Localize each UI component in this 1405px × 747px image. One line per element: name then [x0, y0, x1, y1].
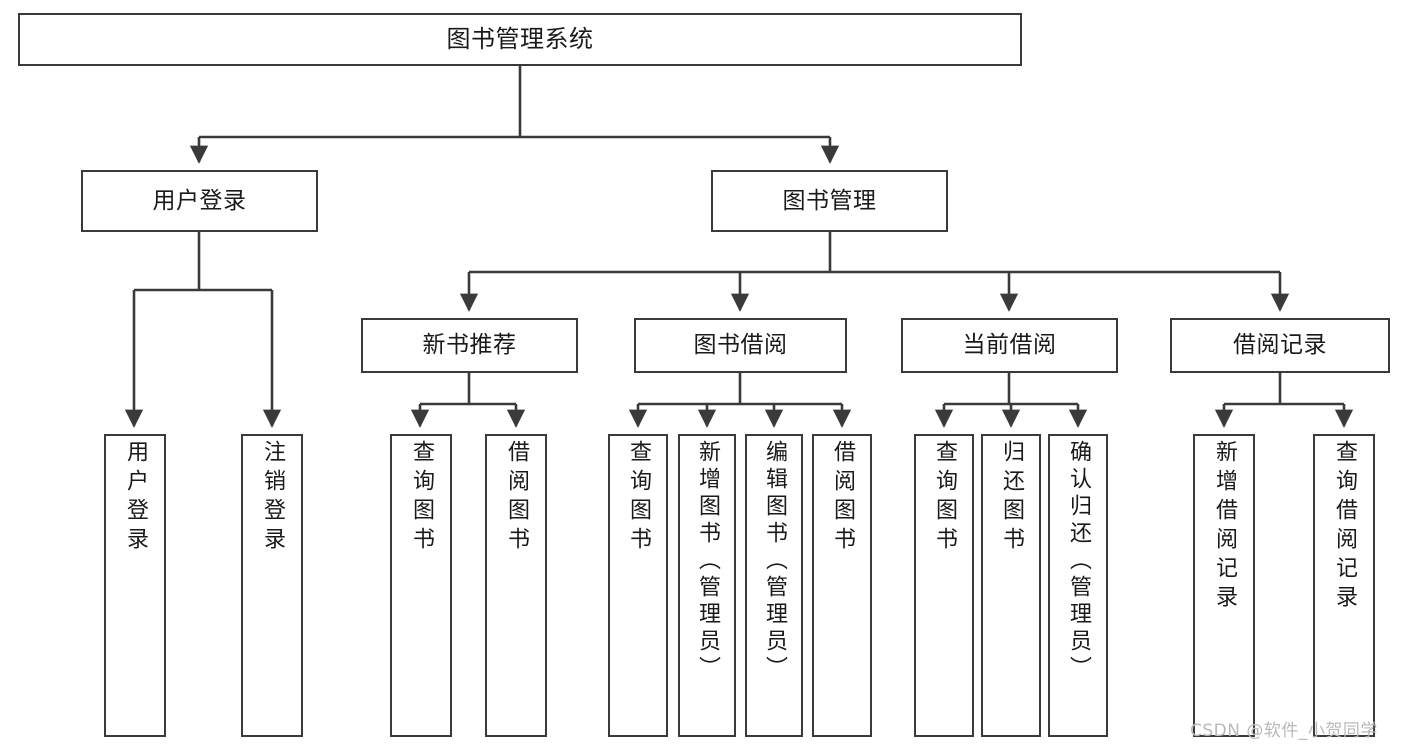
- node-leaf-query-book-2[interactable]: 查询图书: [608, 434, 668, 737]
- node-leaf-query-book-3-label: 查询图书: [932, 440, 957, 556]
- node-leaf-add-record[interactable]: 新增借阅记录: [1193, 434, 1255, 737]
- node-book-borrow[interactable]: 图书借阅: [634, 318, 847, 373]
- node-book-manage[interactable]: 图书管理: [711, 170, 948, 232]
- node-leaf-add-record-label: 新增借阅记录: [1212, 440, 1237, 614]
- node-leaf-return-book[interactable]: 归还图书: [981, 434, 1041, 737]
- node-book-manage-label: 图书管理: [782, 187, 877, 214]
- node-book-borrow-label: 图书借阅: [693, 332, 788, 359]
- node-leaf-borrow-book-2[interactable]: 借阅图书: [812, 434, 872, 737]
- node-leaf-user-login-label: 用户登录: [123, 440, 148, 556]
- node-leaf-user-login[interactable]: 用户登录: [104, 434, 166, 737]
- node-user-login[interactable]: 用户登录: [81, 170, 318, 232]
- node-leaf-add-book[interactable]: 新增图书（管理员）: [678, 434, 736, 737]
- node-borrow-record[interactable]: 借阅记录: [1170, 318, 1390, 373]
- node-leaf-query-book-1[interactable]: 查询图书: [390, 434, 452, 737]
- node-leaf-query-book-1-label: 查询图书: [409, 440, 434, 556]
- node-new-book-recommendation[interactable]: 新书推荐: [361, 318, 578, 373]
- node-leaf-confirm-return-label: 确认归还（管理员）: [1066, 440, 1091, 683]
- node-root-label: 图书管理系统: [446, 24, 594, 53]
- node-leaf-confirm-return[interactable]: 确认归还（管理员）: [1048, 434, 1108, 737]
- node-leaf-add-book-label: 新增图书（管理员）: [695, 440, 720, 683]
- node-leaf-borrow-book-2-label: 借阅图书: [830, 440, 855, 556]
- node-root[interactable]: 图书管理系统: [18, 13, 1022, 66]
- node-leaf-return-book-label: 归还图书: [999, 440, 1024, 556]
- node-leaf-query-record[interactable]: 查询借阅记录: [1313, 434, 1375, 737]
- node-new-book-recommendation-label: 新书推荐: [422, 332, 517, 359]
- node-leaf-query-book-2-label: 查询图书: [626, 440, 651, 556]
- node-leaf-borrow-book-1-label: 借阅图书: [504, 440, 529, 556]
- node-current-borrow-label: 当前借阅: [962, 332, 1057, 359]
- node-leaf-logout[interactable]: 注销登录: [241, 434, 303, 737]
- node-leaf-query-record-label: 查询借阅记录: [1332, 440, 1357, 614]
- node-current-borrow[interactable]: 当前借阅: [901, 318, 1118, 373]
- watermark: CSDN @软件_小贺同学: [1190, 721, 1378, 741]
- node-leaf-edit-book[interactable]: 编辑图书（管理员）: [745, 434, 803, 737]
- node-leaf-logout-label: 注销登录: [260, 440, 285, 556]
- node-user-login-label: 用户登录: [152, 187, 247, 214]
- node-leaf-query-book-3[interactable]: 查询图书: [914, 434, 974, 737]
- node-leaf-borrow-book-1[interactable]: 借阅图书: [485, 434, 547, 737]
- node-borrow-record-label: 借阅记录: [1233, 332, 1327, 359]
- node-leaf-edit-book-label: 编辑图书（管理员）: [762, 440, 787, 683]
